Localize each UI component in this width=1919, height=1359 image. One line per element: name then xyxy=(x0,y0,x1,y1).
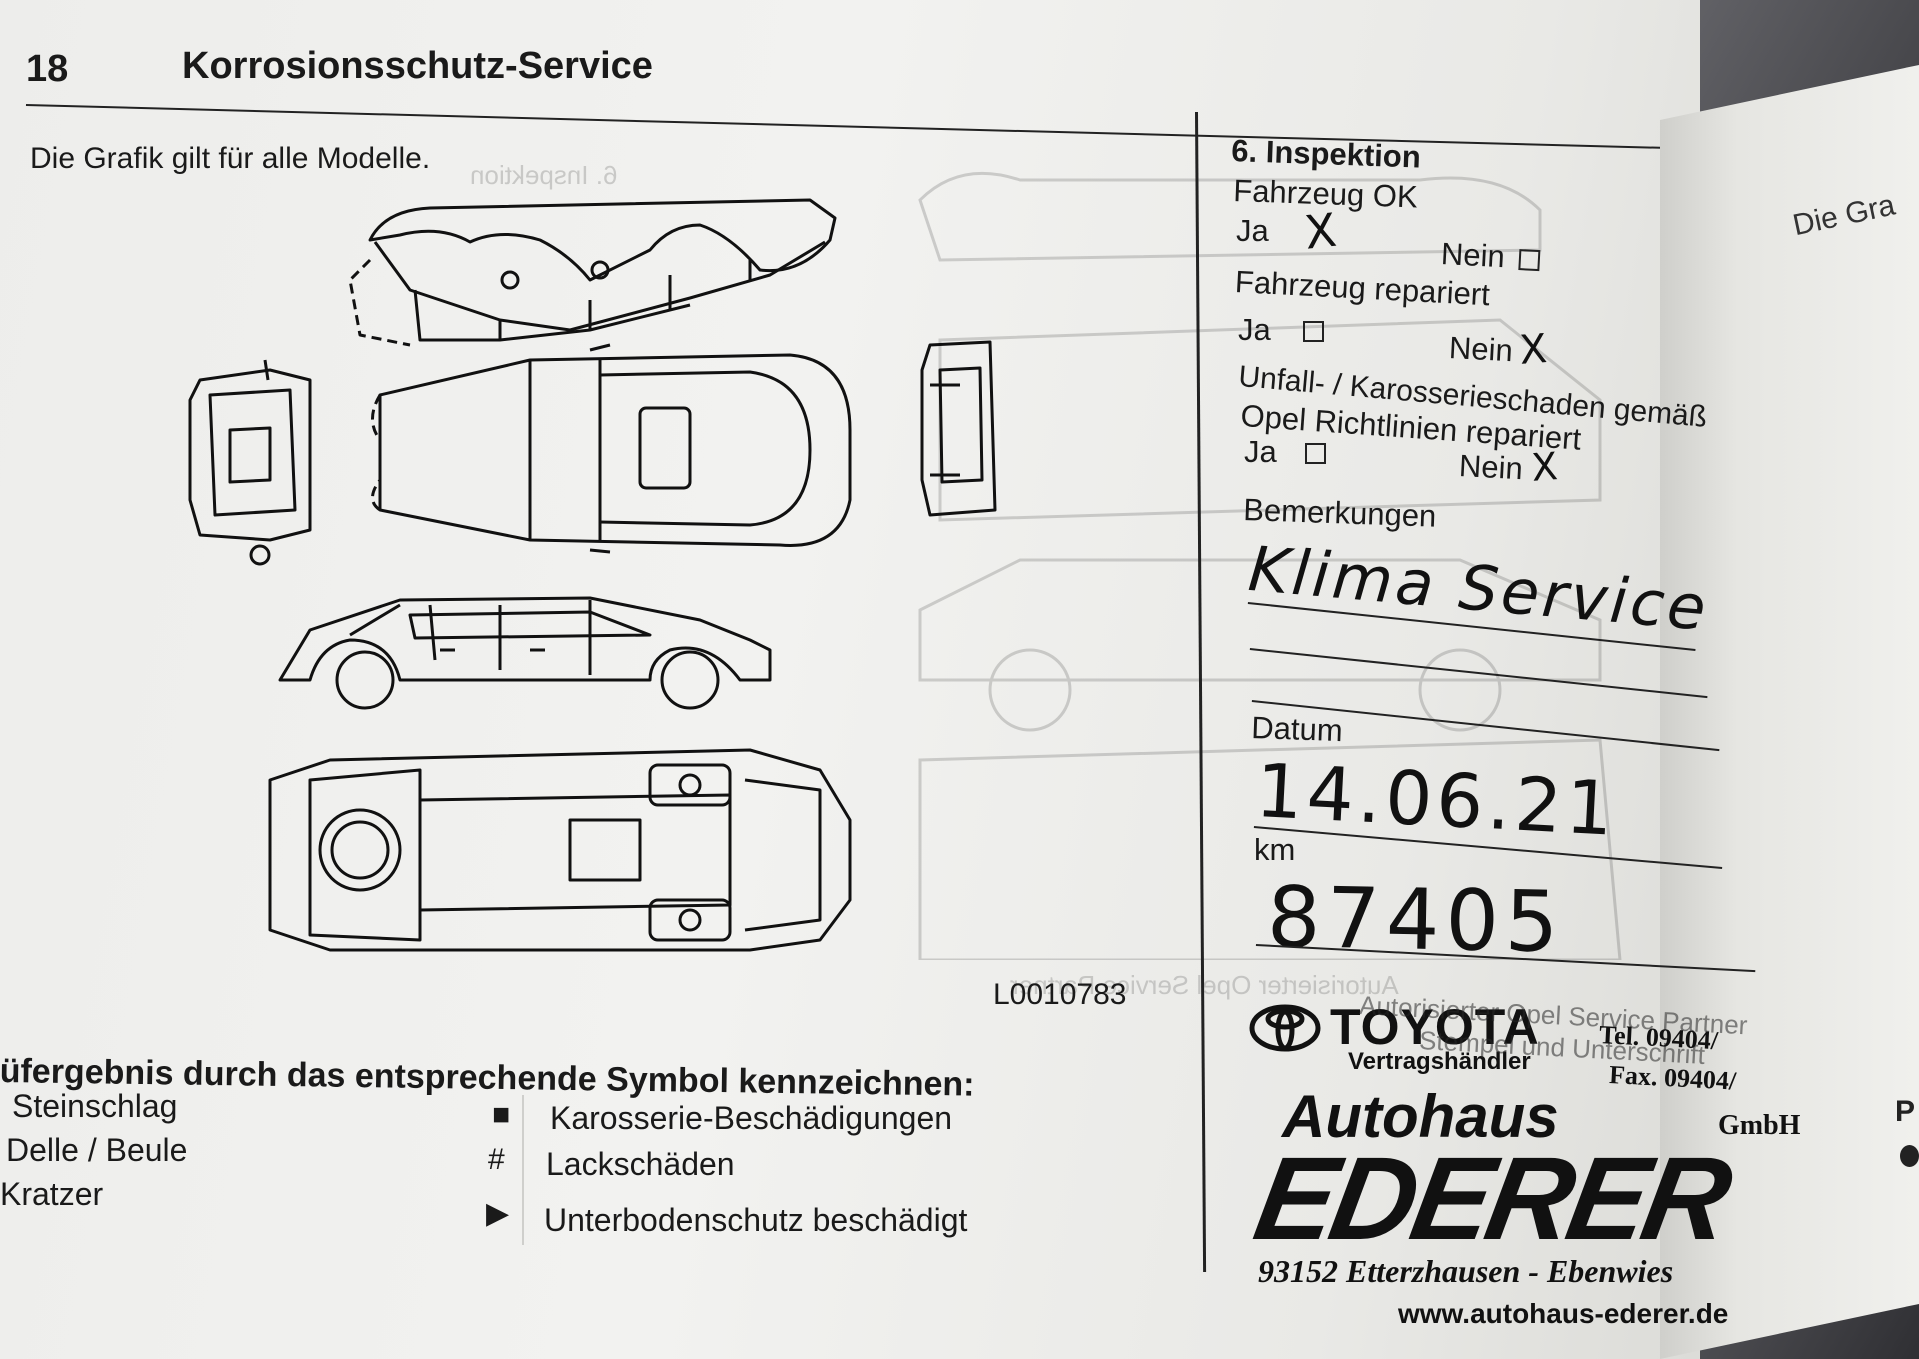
q3-ja-label: Ja xyxy=(1244,434,1277,469)
km-handwritten-value[interactable]: 87405 xyxy=(1266,868,1566,972)
q2-nein-checkmark: X xyxy=(1518,326,1549,374)
triangle-symbol-icon: ▶ xyxy=(486,1197,510,1230)
figure-reference-code: L0010783 xyxy=(993,978,1127,1011)
q2-nein-option[interactable]: Nein xyxy=(1448,330,1514,369)
page-number: 18 xyxy=(26,48,69,90)
q2-nein-label: Nein xyxy=(1448,330,1514,369)
q1-ja-checkmark: X xyxy=(1302,202,1339,260)
legend-divider xyxy=(522,1095,524,1245)
legend-item-karosserie: Karosserie-Beschädigungen xyxy=(550,1100,953,1136)
car-view-inverted-side xyxy=(348,198,837,347)
car-view-side xyxy=(278,596,772,710)
square-symbol-icon: ■ xyxy=(492,1098,511,1131)
stamp-dealer-type: Vertragshändler xyxy=(1348,1048,1531,1075)
q2-ja-checkbox[interactable] xyxy=(1302,321,1324,343)
car-view-rear xyxy=(920,340,997,517)
toyota-logo-icon xyxy=(1249,1004,1321,1052)
stamp-company-suffix: GmbH xyxy=(1718,1110,1801,1141)
q3-ja-checkbox[interactable] xyxy=(1304,443,1326,465)
stamp-website: www.autohaus-ederer.de xyxy=(1398,1298,1729,1329)
q3-ja-option[interactable]: Ja xyxy=(1244,434,1326,470)
stamp-tel: Tel. 09404/ xyxy=(1598,1020,1719,1056)
car-view-front xyxy=(188,359,312,566)
intro-text: Die Grafik gilt für alle Modelle. xyxy=(30,142,431,175)
remarks-label: Bemerkungen xyxy=(1242,492,1437,534)
legend-item-delle: Delle / Beule xyxy=(6,1132,188,1168)
car-outline-diagram xyxy=(188,198,997,952)
right-page-bullet xyxy=(1900,1145,1919,1167)
bleed-through-diagram xyxy=(918,171,1622,960)
date-label: Datum xyxy=(1250,710,1344,749)
right-page-letter: P xyxy=(1895,1095,1916,1128)
legend-item-steinschlag: Steinschlag xyxy=(12,1088,178,1124)
car-view-top xyxy=(371,343,852,554)
q1-nein-option[interactable]: Nein xyxy=(1440,236,1541,277)
q2-ja-option[interactable]: Ja xyxy=(1238,312,1324,348)
q1-ja-option[interactable]: Ja xyxy=(1236,213,1269,249)
stamp-brand: TOYOTA xyxy=(1330,999,1540,1055)
car-view-underbody xyxy=(268,748,852,952)
legend-item-lackschaeden: Lackschäden xyxy=(546,1146,735,1182)
legend-item-unterbodenschutz: Unterbodenschutz beschädigt xyxy=(544,1202,968,1238)
legend-item-kratzer: Kratzer xyxy=(0,1176,104,1212)
q1-nein-label: Nein xyxy=(1440,236,1506,275)
hash-symbol-icon: # xyxy=(488,1143,505,1176)
q1-ja-label: Ja xyxy=(1236,213,1269,248)
stamp-address: 93152 Etterzhausen - Ebenwies xyxy=(1258,1253,1674,1289)
stamp-company-line1: Autohaus xyxy=(1282,1083,1559,1150)
q2-ja-label: Ja xyxy=(1238,312,1271,347)
q1-nein-checkbox[interactable] xyxy=(1518,249,1541,272)
inspection-heading: 6. Inspektion xyxy=(1230,133,1422,175)
q3-nein-label: Nein xyxy=(1458,448,1524,487)
q3-nein-checkmark: X xyxy=(1530,444,1560,490)
q3-nein-option[interactable]: Nein xyxy=(1458,448,1524,487)
stamp-company-line2: EDERER xyxy=(1245,1133,1737,1265)
booklet-page: 18 Korrosionsschutz-Service Die Grafik g… xyxy=(0,0,1700,1359)
page-title: Korrosionsschutz-Service xyxy=(182,45,653,87)
km-label: km xyxy=(1254,832,1296,867)
